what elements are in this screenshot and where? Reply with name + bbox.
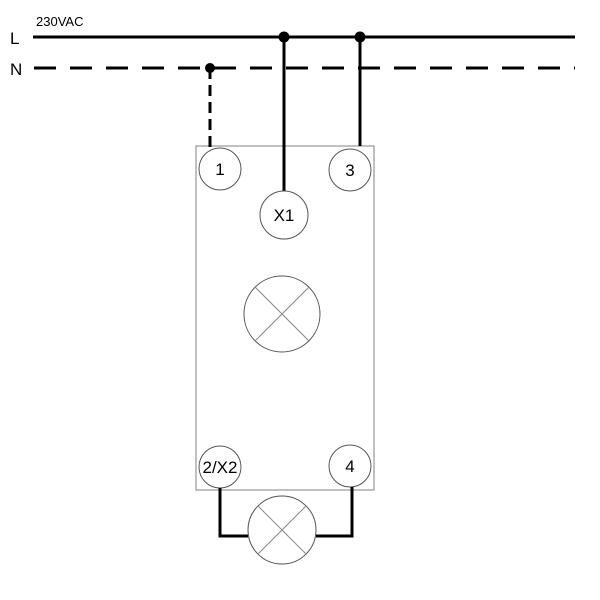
load-lamp-icon [247, 495, 317, 565]
terminal-1-label: 1 [215, 160, 224, 179]
terminal-3: 3 [328, 148, 372, 192]
terminal-4: 4 [328, 444, 372, 488]
indicator-lamp-icon [243, 275, 321, 353]
terminal-3-label: 3 [345, 161, 354, 180]
line-junction-node-x1 [278, 31, 290, 43]
neutral-label: N [10, 60, 22, 79]
terminal-4-label: 4 [345, 457, 354, 476]
voltage-label: 230VAC [36, 14, 83, 29]
load-wire-left [218, 488, 248, 538]
line-label: L [10, 29, 19, 48]
terminal-1: 1 [198, 147, 242, 191]
terminal-2-x2-label: 2/X2 [203, 458, 238, 477]
neutral-junction-node [205, 63, 215, 73]
terminal-x1: X1 [259, 190, 309, 240]
terminal-x1-label: X1 [274, 206, 295, 225]
line-junction-node-3 [354, 31, 366, 43]
terminal-2-x2: 2/X2 [198, 445, 242, 489]
load-wire-right [316, 487, 354, 538]
